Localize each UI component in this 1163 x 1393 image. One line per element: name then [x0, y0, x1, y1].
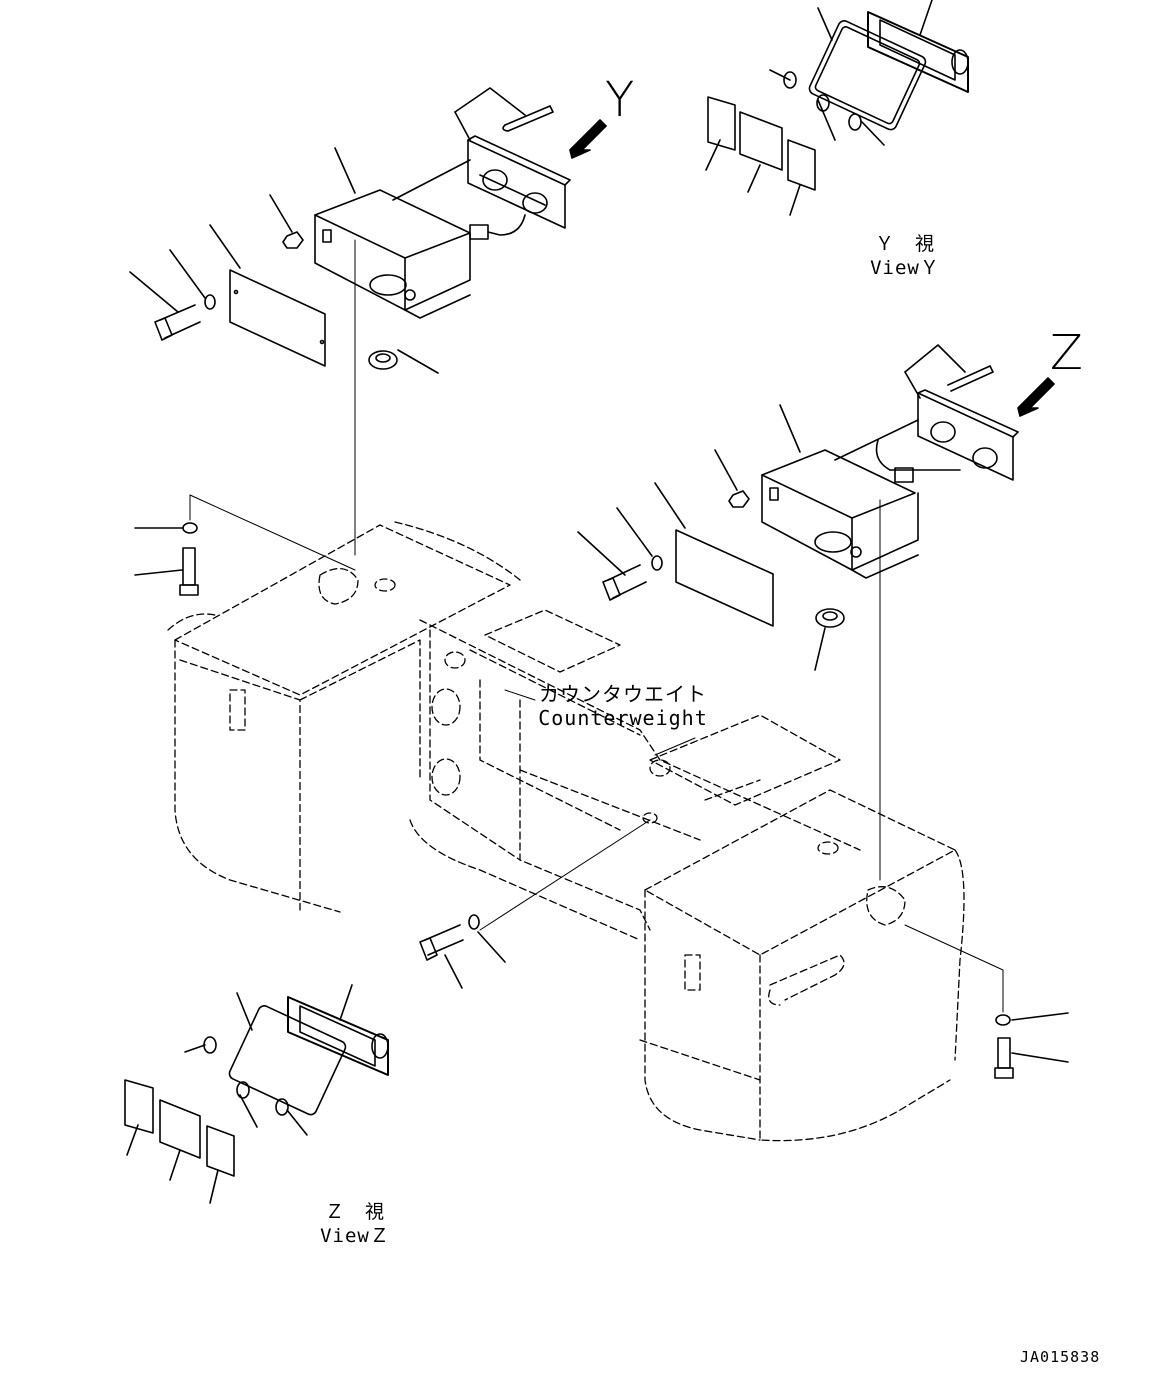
grommet-y	[368, 350, 398, 370]
view-y-caption: Ｙ 視 ViewＹ	[860, 232, 950, 280]
view-z-caption-jp: Ｚ 視	[324, 1201, 385, 1223]
lamp-cutout-right	[866, 886, 906, 926]
mounting-hardware	[134, 494, 1069, 1079]
view-arrow-y	[569, 119, 607, 159]
lamp-assembly-y	[129, 87, 607, 556]
view-y-detail	[705, 0, 969, 216]
counterweight-label-en: Counterweight	[538, 706, 708, 730]
lens-cover-z	[675, 529, 774, 627]
view-marker-y: Y	[605, 72, 636, 128]
counterweight-label-jp: カウンタウエイト	[539, 682, 707, 706]
nut-y	[282, 231, 304, 249]
lamp-base-z	[917, 392, 1014, 481]
counterweight-body	[167, 521, 965, 1142]
lamp-cutout-left	[318, 568, 359, 605]
grommet-z	[815, 608, 845, 628]
view-z-caption-en: ViewＺ	[320, 1225, 390, 1247]
view-z-detail	[124, 984, 389, 1204]
counterweight-label: カウンタウエイト Counterweight	[528, 682, 718, 730]
view-y-caption-en: ViewＹ	[870, 257, 940, 279]
lamp-assembly-z	[577, 344, 1055, 881]
view-marker-z: Z	[1050, 325, 1084, 381]
view-arrow-z	[1017, 377, 1055, 417]
drawing-code: JA015838	[1020, 1348, 1101, 1366]
view-y-caption-jp: Ｙ 視	[874, 233, 935, 255]
view-z-caption: Ｚ 視 ViewＺ	[310, 1200, 400, 1248]
lamp-base-y	[467, 139, 566, 229]
nut-z	[728, 490, 750, 508]
long-bolt-y	[504, 105, 554, 132]
long-bolt-z	[947, 365, 994, 392]
lens-cover-y	[229, 269, 326, 367]
